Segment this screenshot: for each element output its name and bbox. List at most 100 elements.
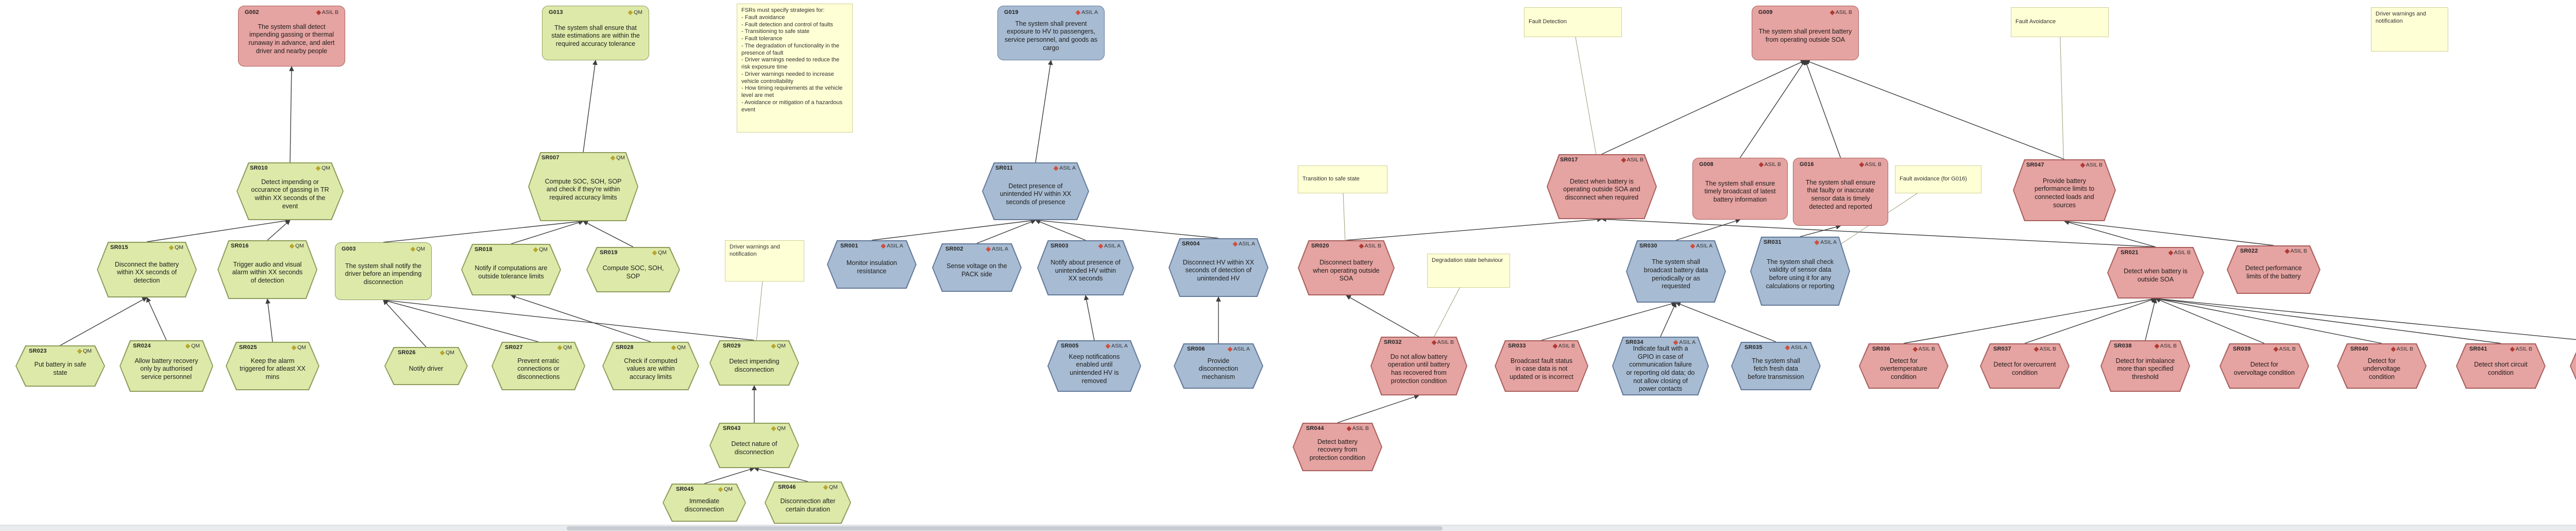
annotation-note-degradation[interactable]: Degradation state behaviour (1427, 254, 1510, 288)
annotation-note-transition-safe-state[interactable]: Transition to safe state (1298, 165, 1387, 193)
hexagon-fill (493, 343, 584, 389)
asil-badge: QM (439, 350, 454, 356)
node-content: Driver warnings and notification (2371, 8, 2448, 51)
annotation-note-fault-detection[interactable]: Fault Detection (1524, 7, 1622, 37)
node-text: Immediate disconnection (684, 497, 724, 513)
horizontal-scrollbar[interactable] (0, 525, 2576, 531)
asil-level-label: ASIL B (1918, 346, 1935, 352)
node-text: Disconnect HV within XX seconds of detec… (1182, 258, 1255, 282)
asil-badge: QM (652, 250, 667, 256)
node-text: Sense voltage on the PACK side (946, 262, 1007, 278)
annotation-note-fault-avoidance-g016[interactable]: Fault avoidance (for G016) (1895, 165, 1981, 193)
asil-level-label: QM (416, 246, 425, 252)
hexagon-fill (1371, 338, 1466, 394)
asil-level-icon (2273, 346, 2279, 352)
node-id: SR039 (2233, 346, 2251, 352)
support-edge (583, 221, 634, 247)
asil-level-label: QM (297, 344, 306, 351)
asil-level-label: ASIL B (2279, 346, 2296, 352)
annotation-note-driver-warnings-top[interactable]: Driver warnings and notification (2371, 7, 2448, 52)
asil-level-label: ASIL B (2039, 346, 2056, 352)
support-edge (1675, 219, 1741, 241)
annotation-text: Driver warnings and notification (730, 244, 780, 257)
node-id: G008 (1699, 161, 1714, 168)
node-id: SR010 (250, 165, 268, 171)
asil-level-label: QM (829, 484, 838, 490)
node-text: Indicate fault with a GPIO in case of co… (1626, 345, 1695, 393)
support-edge (2024, 297, 2156, 344)
support-edge (976, 219, 1036, 244)
support-edge (1035, 218, 1219, 239)
scrollbar-thumb[interactable] (567, 526, 1443, 530)
asil-badge: QM (771, 425, 786, 432)
node-text: Detect short circuit condition (2474, 361, 2528, 376)
annotation-note-fsr[interactable]: FSRs must specify strategies for: - Faul… (737, 4, 853, 132)
asil-badge: ASIL B (2080, 162, 2103, 168)
hexagon-fill (933, 244, 1021, 291)
node-id: SR002 (945, 246, 963, 252)
support-edge (754, 467, 808, 482)
asil-level-icon (1431, 340, 1437, 345)
node-id: SR036 (1872, 346, 1890, 352)
asil-badge: ASIL B (1829, 9, 1852, 15)
annotation-note-fault-avoidance[interactable]: Fault Avoidance (2011, 7, 2109, 37)
annotation-note-driver-warnings-mid[interactable]: Driver warnings and notification (725, 240, 804, 281)
